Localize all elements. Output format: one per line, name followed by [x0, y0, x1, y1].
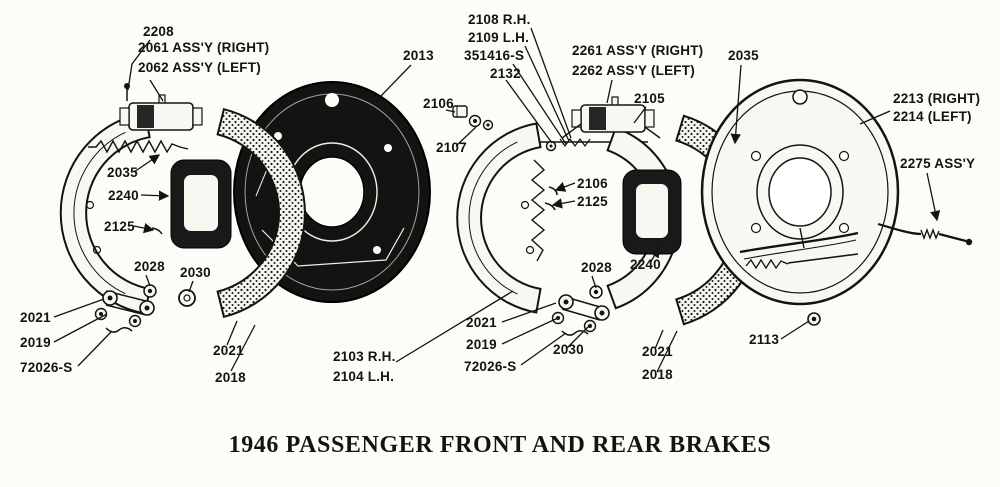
- label-2105: 2105: [634, 91, 665, 106]
- label-2213: 2213 (RIGHT): [893, 91, 980, 106]
- label-2013: 2013: [403, 48, 434, 63]
- label-72026s-rear: 72026-S: [464, 359, 516, 374]
- leader-lines: [53, 27, 941, 373]
- front-lock-clip-72026: [105, 327, 133, 333]
- label-2240-rear: 2240: [630, 257, 661, 272]
- label-2262-assy: 2262 ASS'Y (LEFT): [572, 63, 695, 78]
- label-2035-rear: 2035: [728, 48, 759, 63]
- rear-plate-hub-hole: [768, 157, 832, 227]
- label-2028-rear: 2028: [581, 260, 612, 275]
- label-351416s: 351416-S: [464, 48, 524, 63]
- label-2125-rear: 2125: [577, 194, 608, 209]
- label-2019-front: 2019: [20, 335, 51, 350]
- label-2240-front: 2240: [108, 188, 139, 203]
- brake-cable-assembly: [877, 222, 973, 246]
- rear-anchor-hardware: [551, 285, 610, 336]
- grommet-2113: [807, 312, 821, 326]
- label-2019-rear: 2019: [466, 337, 497, 352]
- label-2018-front: 2018: [215, 370, 246, 385]
- front-right-brake-shoe-lined: [216, 107, 306, 319]
- front-adjuster-housing: [170, 159, 232, 249]
- front-plate-hub-hole: [299, 156, 365, 228]
- label-2062-assy: 2062 ASS'Y (LEFT): [138, 60, 261, 75]
- hold-down-hardware: [452, 105, 494, 131]
- label-2261-assy: 2261 ASS'Y (RIGHT): [572, 43, 703, 58]
- front-plate-top-hole: [325, 93, 339, 107]
- label-2107: 2107: [436, 140, 467, 155]
- label-2103: 2103 R.H.: [333, 349, 396, 364]
- rear-left-brake-shoe: [456, 122, 542, 314]
- label-2113: 2113: [749, 332, 779, 347]
- rear-adjuster-housing: [622, 169, 682, 255]
- label-2106-rear: 2106: [577, 176, 608, 191]
- rear-backing-plate: [700, 78, 900, 326]
- label-2030-front: 2030: [180, 265, 211, 280]
- label-2208: 2208: [143, 24, 174, 39]
- label-2106-front: 2106: [423, 96, 454, 111]
- rear-hold-down-clip-2106: [548, 186, 558, 196]
- label-2275-assy: 2275 ASS'Y: [900, 156, 975, 171]
- label-2021-rear-b: 2021: [642, 344, 673, 359]
- rear-hold-down-clip-2125: [544, 202, 556, 211]
- label-2018-rear: 2018: [642, 367, 673, 382]
- label-2030-rear: 2030: [553, 342, 584, 357]
- rear-brake-shoe-assembly: [456, 96, 682, 336]
- label-2125-front: 2125: [104, 219, 135, 234]
- label-2028-front: 2028: [134, 259, 165, 274]
- parking-brake-lever: [739, 231, 859, 254]
- front-brake-shoe-assembly: [59, 83, 306, 333]
- part-labels: 2208 2061 ASS'Y (RIGHT) 2062 ASS'Y (LEFT…: [20, 12, 980, 385]
- label-2061-assy: 2061 ASS'Y (RIGHT): [138, 40, 269, 55]
- label-2021-front-a: 2021: [20, 310, 51, 325]
- label-2035-front: 2035: [107, 165, 138, 180]
- label-2104: 2104 L.H.: [333, 369, 394, 384]
- front-wheel-cylinder: [119, 94, 203, 131]
- label-2132: 2132: [490, 66, 521, 81]
- label-2021-rear-a: 2021: [466, 315, 497, 330]
- rear-shoe-spring: [530, 159, 546, 262]
- label-2214: 2214 (LEFT): [893, 109, 972, 124]
- brake-diagram: 2208 2061 ASS'Y (RIGHT) 2062 ASS'Y (LEFT…: [20, 12, 980, 385]
- label-72026s-front: 72026-S: [20, 360, 72, 375]
- front-anchor-hardware: [94, 284, 196, 333]
- front-retracting-spring: [88, 139, 189, 154]
- front-hold-down-clip-2125: [151, 227, 163, 235]
- label-2109: 2109 L.H.: [468, 30, 529, 45]
- label-2021-front-b: 2021: [213, 343, 244, 358]
- rear-wheel-cylinder: [561, 96, 661, 139]
- diagram-title: 1946 PASSENGER FRONT AND REAR BRAKES: [228, 432, 772, 458]
- label-2108: 2108 R.H.: [468, 12, 531, 27]
